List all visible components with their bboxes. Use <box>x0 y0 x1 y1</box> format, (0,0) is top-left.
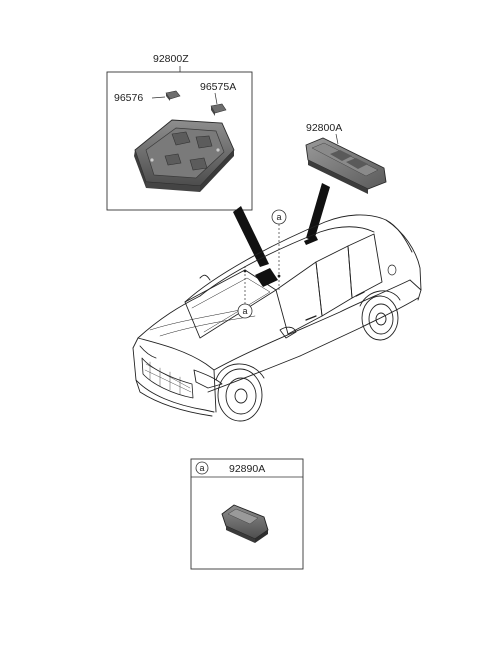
bulb-96575a-part-number: 96575A <box>200 81 236 93</box>
bulb-96576-icon <box>165 90 181 101</box>
bulb-96575a-leader <box>214 92 218 105</box>
callout-a-top-letter: a <box>276 212 281 222</box>
sedan-vehicle-outline <box>132 214 422 422</box>
bulb-96575a-icon <box>210 103 227 116</box>
room-lamp-pointer <box>306 183 330 241</box>
bulb-96576-part-number: 96576 <box>114 92 143 104</box>
vanity-lamp-group: a 92890A <box>190 458 304 570</box>
callout-a-top: a <box>271 209 287 290</box>
vanity-lamp-icon <box>221 504 269 543</box>
callout-a-box-letter: a <box>199 463 204 473</box>
callout-a-bottom-letter: a <box>242 306 247 316</box>
roof-room-lamp-location <box>304 236 318 245</box>
vanity-lamp-box <box>190 458 304 570</box>
assembly-pointer <box>233 206 269 267</box>
assembly-part-number: 92800Z <box>153 53 189 65</box>
vanity-lamp-part-number: 92890A <box>229 463 265 475</box>
assembly-group: 92800Z 96576 96575A <box>106 53 253 211</box>
overhead-console-lamp-icon <box>134 119 235 192</box>
callout-a-box <box>195 461 209 475</box>
room-lamp-icon <box>305 137 387 194</box>
room-lamp-group: 92800A <box>305 122 387 194</box>
bulb-96576-leader <box>151 96 166 99</box>
assembly-box <box>106 71 253 211</box>
roof-console-location <box>255 268 278 287</box>
callout-a-bottom: a <box>237 266 253 319</box>
room-lamp-leader <box>335 133 339 145</box>
room-lamp-part-number: 92800A <box>306 122 342 134</box>
